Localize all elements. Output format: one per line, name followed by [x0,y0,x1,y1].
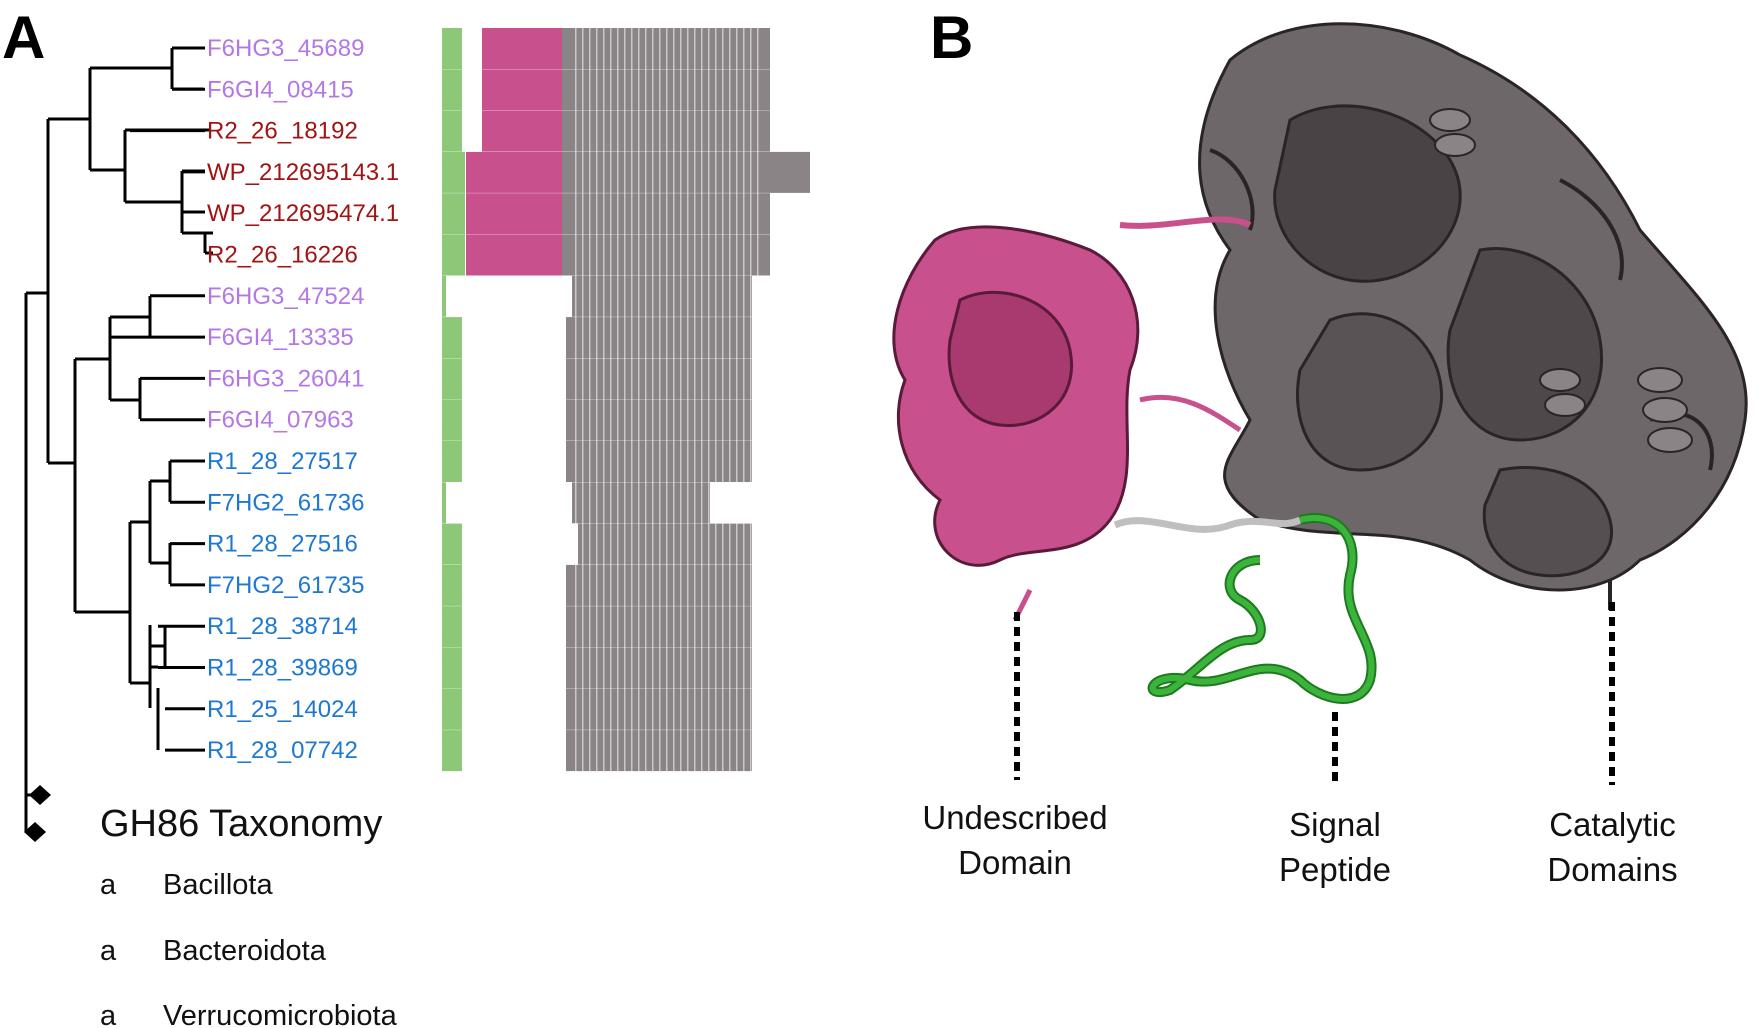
alignment-gap-column [603,28,605,772]
catalytic-segment [562,151,810,193]
tree-leaf-label: R1_28_07742 [207,737,358,764]
tree-leaf-label: R1_28_27517 [207,448,358,475]
alignment-gap-column [582,28,584,772]
catalytic-segment [572,275,752,317]
phylogenetic-tree [24,46,213,834]
alignment-gap-column [638,28,640,772]
alignment-gap-column [666,28,668,772]
alignment-gap-column [687,28,689,772]
legend-label-bacteroidota: Bacteroidota [163,935,327,967]
signal-peptide-segment [442,399,462,441]
legend-marker-verrucomicrobiota: a [100,1000,117,1028]
undescribed-domain-segment [482,69,562,111]
signal-peptide-segment [442,606,462,648]
alignment-gap-column [575,28,577,772]
legend-label-bacillota: Bacillota [163,869,273,901]
alignment-gap-column [589,28,591,772]
tree-leaf-label: F7HG2_61736 [207,489,364,516]
alignment-gap-column [750,28,752,772]
alignment-gap-column [610,28,612,772]
sequence-alignment [442,28,810,772]
tree-leaf-label: F6HG3_45689 [207,35,364,62]
catalytic-domains-label: Catalytic Domains [1547,806,1678,888]
signal-peptide-segment [442,647,462,689]
signal-peptide-segment [442,688,462,730]
collapsed-node-marker [29,785,51,805]
tree-leaf-label: F6GI4_08415 [207,76,354,103]
tree-leaf-label: F6HG3_47524 [207,283,364,310]
alignment-gap-column [645,28,647,772]
signal-peptide-segment [442,28,462,69]
alignment-gap-column [715,28,717,772]
tree-leaf-label: R1_28_38714 [207,613,358,640]
linker-loop [1113,516,1302,533]
undescribed-domain-segment [466,151,562,193]
signal-peptide-label: Signal Peptide [1279,806,1391,888]
alignment-gap-column [701,28,703,772]
collapsed-node-marker [24,822,46,842]
alignment-gap-column [743,28,745,772]
catalytic-domains [1198,22,1748,610]
catalytic-helices [1429,108,1693,453]
signal-peptide-segment [442,441,462,482]
signal-peptide-segment [442,275,446,317]
alignment-gap-column [708,28,710,772]
alignment-gap-column [652,28,654,772]
catalytic-segment [572,482,710,524]
legend-label-verrucomicrobiota: Verrucomicrobiota [163,1000,398,1028]
tree-leaf-label: R2_26_18192 [207,118,358,145]
tree-leaf-label: R2_26_16226 [207,242,358,269]
taxonomy-legend: GH86 Taxonomy a Bacillota a Bacteroidota… [24,785,398,1028]
tree-leaf-label: WP_212695474.1 [207,200,399,227]
signal-peptide-segment [442,193,465,235]
tree-leaf-label: WP_212695143.1 [207,159,399,186]
signal-peptide-segment [442,110,462,152]
panel-label-a: A [2,4,46,71]
signal-peptide-segment [442,151,465,193]
signal-peptide-segment [442,234,465,276]
signal-peptide-segment [442,564,462,606]
signal-peptide-segment [442,482,446,524]
alignment-gap-column [617,28,619,772]
tree-leaf-label: F6GI4_07963 [207,407,354,434]
signal-peptide-segment [442,69,462,111]
undescribed-domain-segment [466,234,562,276]
tree-leaf-label: F6GI4_13335 [207,324,354,351]
alignment-gap-column [631,28,633,772]
tree-leaf-label: F6HG3_26041 [207,365,364,392]
undescribed-domain-label: Undescribed Domain [922,799,1108,881]
alignment-gap-column [694,28,696,772]
panel-label-b: B [930,4,974,71]
alignment-gap-column [680,28,682,772]
tree-leaf-label: F7HG2_61735 [207,572,364,599]
tree-leaf-label: R1_28_39869 [207,655,358,682]
alignment-gap-column [729,28,731,772]
alignment-gap-column [624,28,626,772]
undescribed-domain-segment [482,28,562,69]
alignment-gap-column [736,28,738,772]
signal-peptide-segment [442,358,462,400]
alignment-gap-column [596,28,598,772]
undescribed-domain [892,216,1252,622]
alignment-gap-column [673,28,675,772]
alignment-gap-column [757,28,759,772]
signal-peptide [1147,513,1377,704]
alignment-gap-column [722,28,724,772]
signal-peptide-segment [442,523,462,565]
alignment-gap-column [659,28,661,772]
signal-peptide-segment [442,730,462,772]
tree-leaf-label: R1_25_14024 [207,696,358,723]
tree-leaf-labels: F6HG3_45689F6GI4_08415R2_26_18192WP_2126… [207,35,399,764]
undescribed-domain-segment [482,110,562,152]
legend-title: GH86 Taxonomy [100,803,382,845]
protein-structure [892,22,1748,785]
tree-leaf-label: R1_28_27516 [207,531,358,558]
undescribed-domain-segment [466,193,562,235]
legend-marker-bacteroidota: a [100,935,117,967]
signal-peptide-segment [442,317,462,359]
legend-marker-bacillota: a [100,869,117,901]
